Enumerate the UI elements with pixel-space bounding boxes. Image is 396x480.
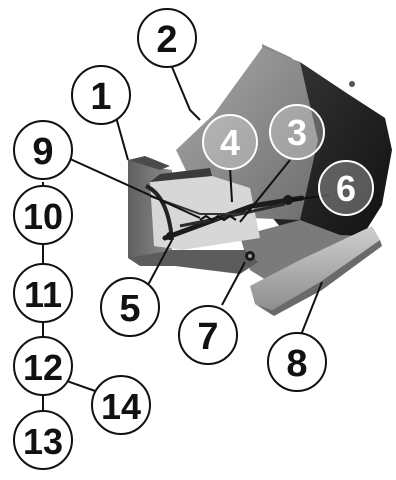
callout-12-label: 12 <box>23 347 63 388</box>
callout-13-label: 13 <box>23 421 63 462</box>
callout-11-label: 11 <box>24 274 62 315</box>
callout-9: 9 <box>14 121 72 179</box>
callout-2: 2 <box>138 9 196 67</box>
callout-7-label: 7 <box>197 316 218 358</box>
callout-3-label: 3 <box>287 112 307 153</box>
callout-6-label: 6 <box>336 168 356 209</box>
callout-10-label: 10 <box>23 196 63 237</box>
callout-12: 12 <box>14 337 72 395</box>
leader-line-2 <box>172 67 200 120</box>
callout-5-label: 5 <box>119 288 140 330</box>
callout-5: 5 <box>101 278 159 336</box>
callout-11: 11 <box>14 264 72 322</box>
callout-8-label: 8 <box>286 343 307 385</box>
callout-2-label: 2 <box>156 19 177 61</box>
callout-14: 14 <box>92 376 150 434</box>
callout-3: 3 <box>270 105 324 159</box>
callout-6: 6 <box>319 161 373 215</box>
callout-4-label: 4 <box>220 122 240 163</box>
callout-14-label: 14 <box>101 386 141 427</box>
callout-9-label: 9 <box>32 131 53 173</box>
callout-10: 10 <box>14 186 72 244</box>
leader-line-12-14 <box>64 380 98 392</box>
callout-4: 4 <box>203 115 257 169</box>
callout-1-label: 1 <box>90 76 111 118</box>
callout-1: 1 <box>72 66 130 124</box>
callout-8: 8 <box>268 333 326 391</box>
callout-7: 7 <box>179 306 237 364</box>
callout-13: 13 <box>14 411 72 469</box>
